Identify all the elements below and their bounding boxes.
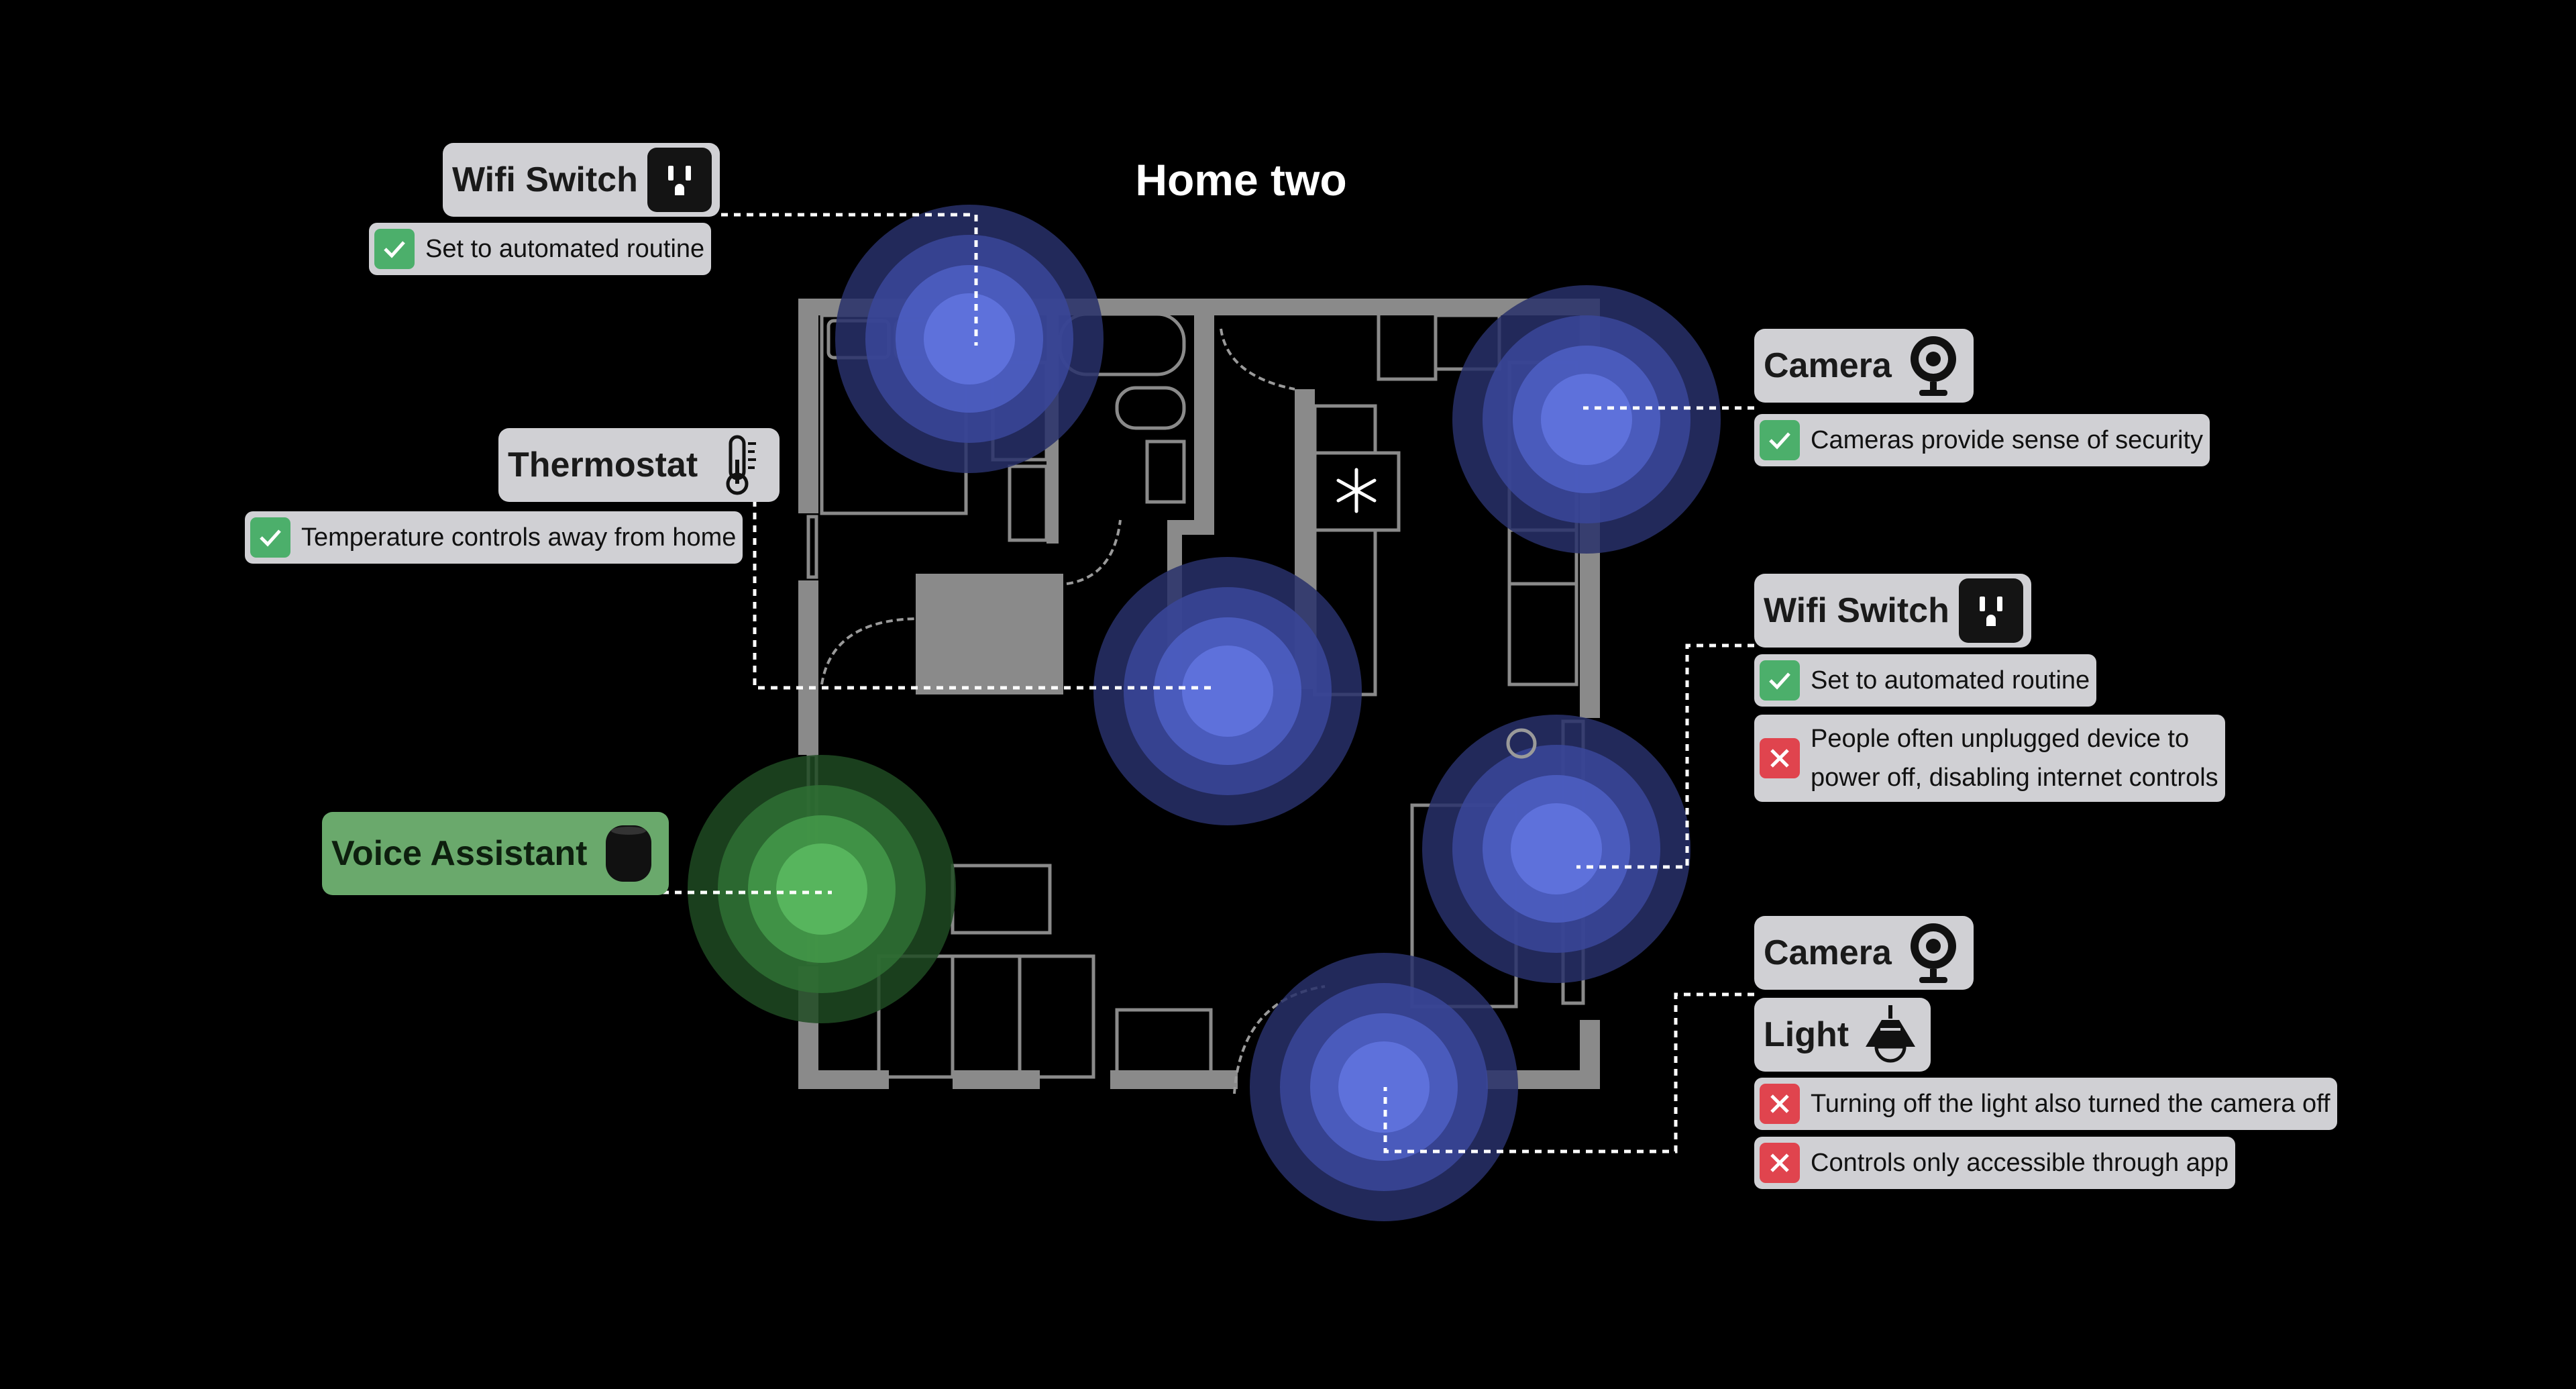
- camera-icon: [1901, 921, 1966, 985]
- note-text: People often unplugged device to power of…: [1811, 719, 2218, 797]
- coverage-ring: [776, 843, 867, 935]
- connector-wifi-switch-top: [721, 213, 978, 346]
- coverage-zone-wifi-switch-top: [835, 205, 1104, 473]
- note-text-line-2: power off, disabling internet controls: [1811, 764, 2218, 792]
- device-card-thermostat[interactable]: Thermostat: [498, 428, 780, 502]
- note-thermostat-1: Temperature controls away from home: [245, 511, 743, 564]
- device-label: Thermostat: [508, 446, 698, 484]
- note-wifi-switch-top-1: Set to automated routine: [369, 223, 712, 275]
- note-text: Controls only accessible through app: [1811, 1149, 2229, 1177]
- device-label: Voice Assistant: [331, 834, 588, 873]
- device-label: Wifi Switch: [452, 160, 638, 199]
- coverage-ring: [924, 293, 1015, 384]
- diagram-title: Home two: [1135, 155, 1347, 205]
- coverage-zone-thermostat: [1093, 557, 1362, 825]
- device-card-light[interactable]: Light: [1754, 998, 1931, 1072]
- x-icon: [1760, 1143, 1800, 1183]
- check-icon: [1760, 660, 1800, 701]
- thermometer-icon: [707, 433, 771, 497]
- note-text: Set to automated routine: [425, 235, 705, 263]
- note-light-1: Turning off the light also turned the ca…: [1754, 1078, 2337, 1130]
- ceiling-light-icon: [1858, 1002, 1923, 1067]
- note-wifi-switch-right-1: Set to automated routine: [1754, 654, 2097, 707]
- x-icon: [1760, 1084, 1800, 1124]
- device-card-camera-bottom[interactable]: Camera: [1754, 916, 1974, 990]
- camera-icon: [1901, 333, 1966, 398]
- device-card-wifi-switch-top[interactable]: Wifi Switch: [443, 143, 720, 217]
- snowflake-icon: [1336, 468, 1377, 513]
- device-card-wifi-switch-right[interactable]: Wifi Switch: [1754, 574, 2031, 648]
- connector-lines: [649, 213, 1754, 1153]
- device-label: Camera: [1764, 933, 1892, 972]
- note-text: Set to automated routine: [1811, 666, 2090, 694]
- outlet-icon: [647, 148, 712, 212]
- check-icon: [374, 229, 415, 269]
- coverage-zone-wifi-switch-right: [1422, 715, 1690, 983]
- device-card-voice-assistant[interactable]: Voice Assistant: [322, 812, 669, 895]
- coverage-ring: [1182, 646, 1273, 737]
- device-card-camera-top[interactable]: Camera: [1754, 329, 1974, 403]
- coverage-ring: [1511, 803, 1602, 894]
- check-icon: [1760, 420, 1800, 460]
- device-label: Light: [1764, 1015, 1849, 1054]
- device-label: Wifi Switch: [1764, 591, 1949, 630]
- note-text: Cameras provide sense of security: [1811, 426, 2204, 454]
- coverage-ring: [1541, 374, 1632, 465]
- note-text-line-1: People often unplugged device to: [1811, 725, 2190, 753]
- x-icon: [1760, 738, 1800, 778]
- coverage-zone-voice-assistant: [688, 755, 956, 1023]
- device-label: Camera: [1764, 346, 1892, 385]
- note-text: Turning off the light also turned the ca…: [1811, 1090, 2330, 1118]
- smart-speaker-icon: [596, 821, 661, 886]
- connector-camera-light: [1383, 992, 1754, 1153]
- outlet-icon: [1958, 578, 2023, 643]
- check-icon: [250, 517, 290, 558]
- note-wifi-switch-right-2: People often unplugged device to power of…: [1754, 715, 2225, 802]
- note-camera-top-1: Cameras provide sense of security: [1754, 414, 2210, 466]
- note-text: Temperature controls away from home: [301, 523, 737, 552]
- coverage-zone-camera-top: [1452, 285, 1721, 554]
- rotate-icon: [1506, 728, 1537, 759]
- note-light-2: Controls only accessible through app: [1754, 1137, 2236, 1189]
